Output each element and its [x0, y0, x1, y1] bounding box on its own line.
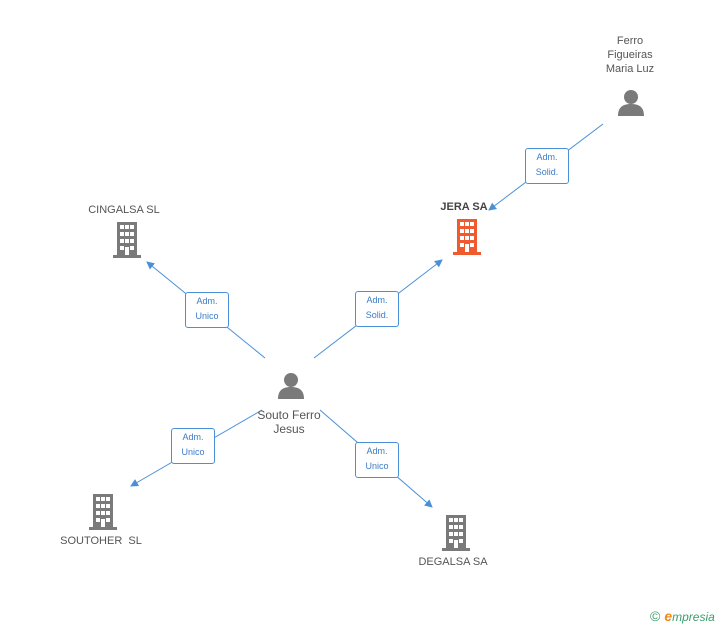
role-line-1: Adm.: [536, 152, 558, 162]
role-line-2: Unico: [365, 461, 389, 471]
brand-logo-initial: e: [664, 608, 673, 624]
role-line-1: Adm.: [182, 432, 204, 442]
copyright-symbol: ©: [650, 608, 661, 624]
node-label-cingalsa[interactable]: CINGALSA SL: [88, 204, 160, 216]
building-icon[interactable]: [111, 222, 143, 258]
node-label-degalsa[interactable]: DEGALSA SA: [418, 556, 488, 568]
role-box-souto-degalsa: Adm. Unico: [355, 442, 399, 478]
role-box-souto-soutoher: Adm. Unico: [171, 428, 215, 464]
role-line-2: Unico: [195, 311, 219, 321]
brand-watermark: ©empresia: [650, 608, 715, 630]
role-box-souto-cingalsa: Adm. Unico: [185, 292, 229, 328]
role-line-2: Unico: [181, 447, 205, 457]
role-box-souto-jera: Adm. Solid.: [355, 291, 399, 327]
building-icon-highlight[interactable]: [451, 219, 483, 255]
role-line-2: Solid.: [535, 167, 559, 177]
role-line-1: Adm.: [366, 295, 388, 305]
person-icon[interactable]: [277, 372, 305, 400]
building-icon[interactable]: [440, 515, 472, 551]
building-icon[interactable]: [87, 494, 119, 530]
node-label-ferro[interactable]: Ferro Figueiras Maria Luz: [605, 35, 655, 75]
node-label-souto[interactable]: Souto Ferro Jesus: [257, 408, 321, 436]
person-icon[interactable]: [617, 89, 645, 117]
role-line-1: Adm.: [366, 446, 388, 456]
brand-name: mpresia: [672, 610, 715, 624]
role-box-ferro-jera: Adm. Solid.: [525, 148, 569, 184]
role-line-1: Adm.: [196, 296, 218, 306]
role-line-2: Solid.: [365, 310, 389, 320]
node-label-soutoher[interactable]: SOUTOHER SL: [60, 535, 142, 547]
node-label-jera[interactable]: JERA SA: [440, 201, 488, 213]
